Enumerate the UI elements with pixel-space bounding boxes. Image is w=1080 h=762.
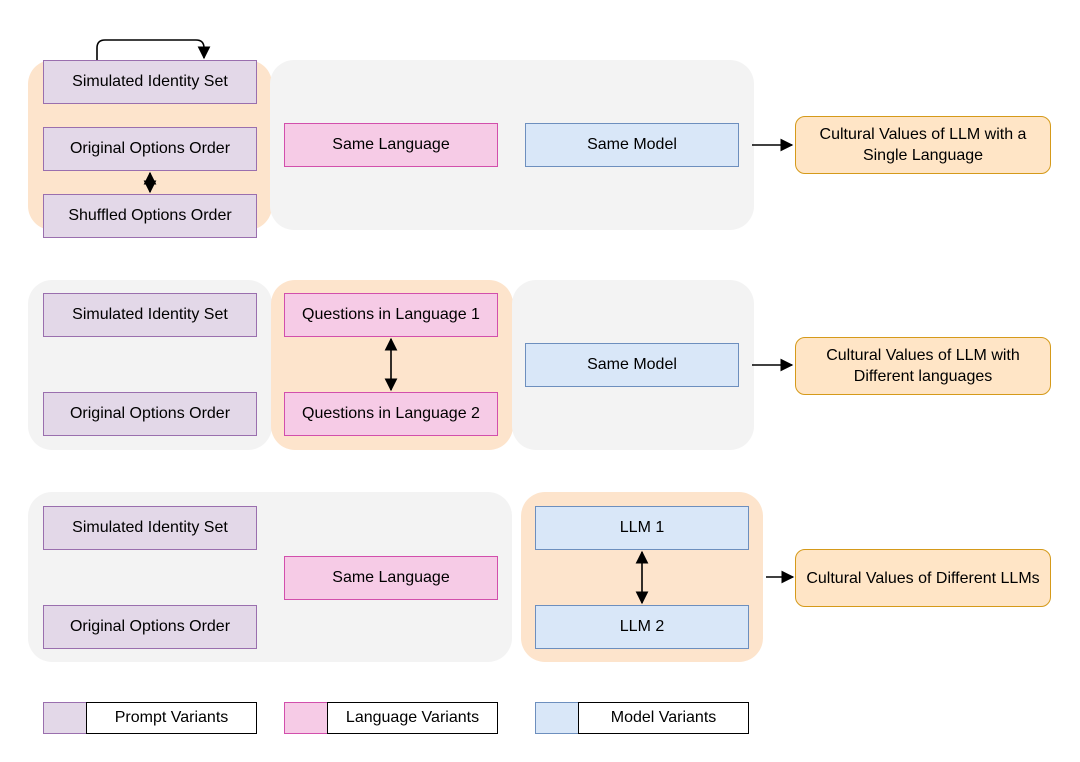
row1-simulated-identity-set: Simulated Identity Set [43,60,257,104]
row1-loop-arrow [96,39,211,60]
row1-original-options-order: Original Options Order [43,127,257,171]
row2-result: Cultural Values of LLM with Different la… [795,337,1051,395]
row3-original-options-order: Original Options Order [43,605,257,649]
row1-shuffled-options-order: Shuffled Options Order [43,194,257,238]
legend-language-label: Language Variants [327,702,498,734]
row1-result: Cultural Values of LLM with a Single Lan… [795,116,1051,174]
row3-result: Cultural Values of Different LLMs [795,549,1051,607]
legend-prompt-swatch [43,702,87,734]
row2-simulated-identity-set: Simulated Identity Set [43,293,257,337]
row2-original-options-order: Original Options Order [43,392,257,436]
row2-questions-language-1: Questions in Language 1 [284,293,498,337]
legend-model-label: Model Variants [578,702,749,734]
row1-same-language: Same Language [284,123,498,167]
row3-same-language: Same Language [284,556,498,600]
row2-questions-language-2: Questions in Language 2 [284,392,498,436]
row3-llm-1: LLM 1 [535,506,749,550]
row2-same-model: Same Model [525,343,739,387]
legend-prompt-label: Prompt Variants [86,702,257,734]
row3-simulated-identity-set: Simulated Identity Set [43,506,257,550]
row1-same-model: Same Model [525,123,739,167]
row3-llm-2: LLM 2 [535,605,749,649]
